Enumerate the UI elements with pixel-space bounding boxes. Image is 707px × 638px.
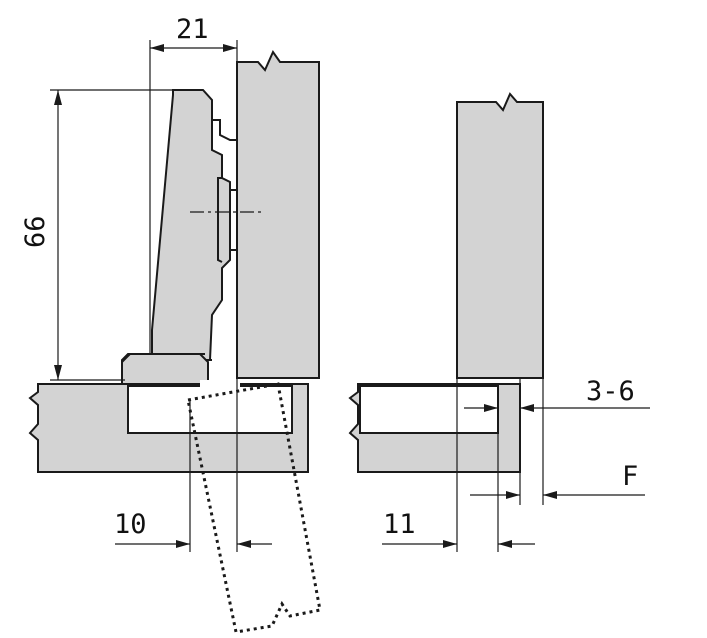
cabinet-side-panel-left <box>236 49 320 379</box>
dim-21-arrow-right <box>223 44 237 52</box>
dim-10-label: 10 <box>114 509 147 540</box>
dim-66-arrow-top <box>54 90 62 105</box>
dim-66-label: 66 <box>20 215 51 248</box>
dim-f-label: F <box>622 461 638 492</box>
right-cup-recess <box>359 385 499 434</box>
dim-66-arrow-bottom <box>54 365 62 380</box>
dim-gap-arrow-left <box>484 404 498 412</box>
hinge-mounting-plate <box>121 353 209 385</box>
dim-11-arrow-right <box>498 540 512 548</box>
dim-10-arrow-right <box>237 540 251 548</box>
hinge-arm <box>151 89 231 361</box>
dim-11-label: 11 <box>383 509 416 540</box>
opened-door-outline <box>186 382 322 634</box>
dim-gap-arrow-right <box>520 404 534 412</box>
dim-f-arrow-right <box>543 491 557 499</box>
dim-gap-label: 3-6 <box>586 376 635 407</box>
hinge-cup-recess <box>127 385 293 434</box>
dim-21-label: 21 <box>176 14 209 45</box>
dim-f-arrow-left <box>506 491 520 499</box>
cup-gap <box>200 380 240 388</box>
cabinet-side-panel-right <box>456 92 544 379</box>
dim-11-arrow-left <box>443 540 457 548</box>
dim-21-arrow-left <box>150 44 164 52</box>
dim-10-arrow-left <box>176 540 190 548</box>
hinge-arm-detail <box>121 119 237 373</box>
